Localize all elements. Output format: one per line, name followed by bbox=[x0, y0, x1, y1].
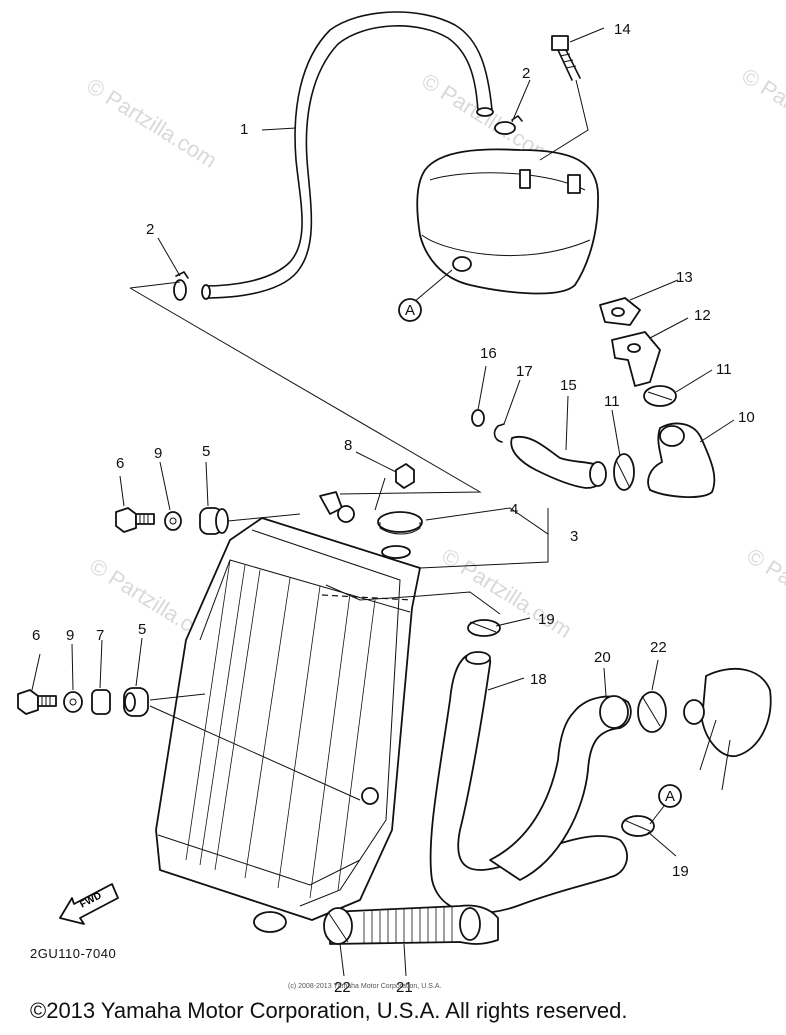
callout-letter: A bbox=[665, 788, 675, 805]
watermark-text: © Partzilla.com bbox=[737, 63, 786, 163]
part-label-7: 7 bbox=[96, 627, 104, 644]
leader-line bbox=[227, 513, 301, 522]
part-label-6: 6 bbox=[32, 627, 40, 644]
part-label-10: 10 bbox=[738, 409, 755, 426]
radiator bbox=[155, 491, 421, 933]
part-labels: 1 2 2 3 4 5 5 6 6 7 8 9 9 10 11 11 12 13… bbox=[32, 21, 755, 996]
corrugated-hose bbox=[329, 904, 499, 945]
footer-copyright: ©2013 Yamaha Motor Corporation, U.S.A. A… bbox=[30, 998, 627, 1023]
water-hose bbox=[510, 435, 607, 489]
nut bbox=[374, 463, 415, 511]
watermark-text: © Partzilla.com bbox=[82, 73, 221, 173]
watermark-text: © Partzilla.com bbox=[742, 543, 786, 643]
callout-marker: A bbox=[398, 298, 422, 322]
grommet bbox=[123, 687, 149, 717]
part-label-2: 2 bbox=[522, 65, 530, 82]
part-label-9: 9 bbox=[154, 445, 162, 462]
drawing-code: 2GU110-7040 bbox=[30, 946, 116, 961]
callout-marker: A bbox=[658, 784, 682, 808]
watermark-group: © Partzilla.com © Partzilla.com © Partzi… bbox=[82, 63, 786, 653]
part-label-4: 4 bbox=[510, 501, 518, 518]
hose-clamp bbox=[643, 385, 677, 407]
leader-line bbox=[149, 693, 361, 801]
part-label-21: 21 bbox=[396, 979, 413, 996]
engine-outlet bbox=[683, 667, 772, 791]
bolt bbox=[115, 507, 155, 533]
part-label-5: 5 bbox=[138, 621, 146, 638]
radiator-hose bbox=[429, 651, 628, 914]
hose-clamp bbox=[323, 907, 353, 945]
bolt bbox=[551, 35, 581, 81]
part-label-22: 22 bbox=[334, 979, 351, 996]
collar bbox=[91, 689, 111, 715]
part-label-15: 15 bbox=[560, 377, 577, 394]
small-copyright: (c) 2008-2013 Yamaha Motor Corporation, … bbox=[288, 983, 441, 990]
part-label-1: 1 bbox=[240, 121, 248, 138]
part-label-11: 11 bbox=[604, 393, 620, 410]
hose-clamp bbox=[613, 453, 635, 491]
hose-clamp bbox=[173, 271, 189, 301]
part-label-20: 20 bbox=[594, 649, 611, 666]
part-label-11: 11 bbox=[716, 361, 732, 378]
part-label-17: 17 bbox=[516, 363, 533, 380]
part-label-12: 12 bbox=[694, 307, 711, 324]
circlip bbox=[493, 423, 505, 443]
part-label-19: 19 bbox=[672, 863, 689, 880]
hose-clamp bbox=[621, 815, 655, 837]
reservoir-tank bbox=[416, 148, 599, 295]
part-label-14: 14 bbox=[614, 21, 631, 38]
washer-hole bbox=[69, 698, 77, 706]
leader-line bbox=[539, 79, 589, 161]
hose-clamp bbox=[494, 115, 523, 135]
part-label-8: 8 bbox=[344, 437, 352, 454]
washer bbox=[164, 511, 182, 531]
pump-hose bbox=[489, 695, 632, 881]
part-label-2: 2 bbox=[146, 221, 154, 238]
washer bbox=[63, 691, 83, 713]
part-label-6: 6 bbox=[116, 455, 124, 472]
grommet bbox=[199, 507, 229, 535]
hose-clamp bbox=[467, 619, 501, 637]
overflow-hose bbox=[201, 11, 494, 300]
washer-hole bbox=[169, 517, 177, 525]
seal-plate bbox=[599, 297, 641, 326]
hose-clamp bbox=[637, 691, 667, 733]
callout-letter: A bbox=[405, 302, 415, 319]
part-label-3: 3 bbox=[570, 528, 578, 545]
o-ring bbox=[471, 409, 485, 427]
part-label-19: 19 bbox=[538, 611, 555, 628]
part-label-5: 5 bbox=[202, 443, 210, 460]
part-label-18: 18 bbox=[530, 671, 547, 688]
leader-lines bbox=[31, 27, 735, 977]
dashed-guide bbox=[321, 594, 413, 601]
bolt bbox=[17, 689, 57, 715]
radiator-cap bbox=[377, 511, 423, 559]
part-label-9: 9 bbox=[66, 627, 74, 644]
part-label-16: 16 bbox=[480, 345, 497, 362]
part-label-13: 13 bbox=[676, 269, 693, 286]
part-label-22: 22 bbox=[650, 639, 667, 656]
forward-arrow-icon: FWD bbox=[59, 883, 119, 925]
elbow-hose bbox=[647, 422, 716, 498]
hose-fitting bbox=[611, 331, 661, 387]
